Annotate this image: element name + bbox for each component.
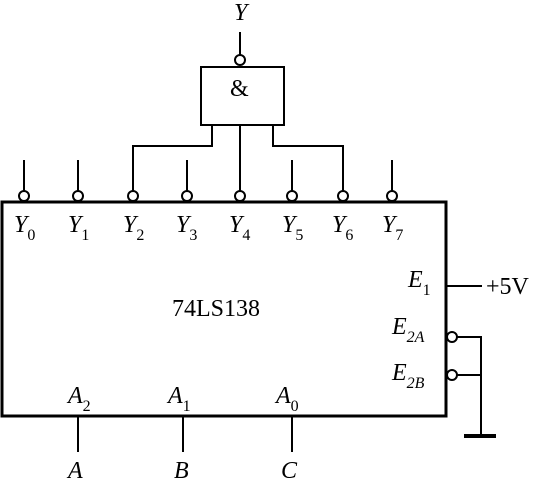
and-gate <box>200 66 285 126</box>
signal-label-a: A <box>66 458 83 483</box>
gate-input-y6-wire <box>272 125 344 191</box>
output-label-y1: Y1 <box>68 212 89 244</box>
signal-label-c: C <box>281 458 298 483</box>
enable-label-e1: E1 <box>407 267 431 299</box>
output-label-y3: Y3 <box>176 212 197 244</box>
y5-bubble <box>286 190 298 202</box>
y2-bubble <box>127 190 139 202</box>
address-label-a2: A2 <box>66 383 91 415</box>
supply-label: +5V <box>486 274 530 300</box>
output-label-y6: Y6 <box>332 212 353 244</box>
y0-bubble <box>18 190 30 202</box>
y1-bubble <box>72 190 84 202</box>
e2b-bubble <box>446 369 458 381</box>
y4-bubble <box>234 190 246 202</box>
output-label-y0: Y0 <box>14 212 35 244</box>
output-label-y7: Y7 <box>382 212 403 244</box>
signal-label-b: B <box>174 458 189 483</box>
address-label-a0: A0 <box>274 383 299 415</box>
enable-label-e2b: E2B <box>391 360 425 392</box>
output-label-y4: Y4 <box>229 212 250 244</box>
and-gate-symbol: & <box>230 76 249 102</box>
chip-name: 74LS138 <box>172 296 260 322</box>
decoder-chip-body <box>0 200 448 418</box>
output-label-y2: Y2 <box>123 212 144 244</box>
gate-input-y2-wire <box>132 125 213 191</box>
gate-output-bubble <box>234 54 246 66</box>
y7-bubble <box>386 190 398 202</box>
output-label-y5: Y5 <box>282 212 303 244</box>
y6-bubble <box>337 190 349 202</box>
enable-label-e2a: E2A <box>391 314 425 346</box>
e2a-bubble <box>446 331 458 343</box>
gate-output-label: Y <box>234 0 250 26</box>
y3-bubble <box>181 190 193 202</box>
address-label-a1: A1 <box>166 383 191 415</box>
e2a-ground-wire <box>457 336 482 435</box>
